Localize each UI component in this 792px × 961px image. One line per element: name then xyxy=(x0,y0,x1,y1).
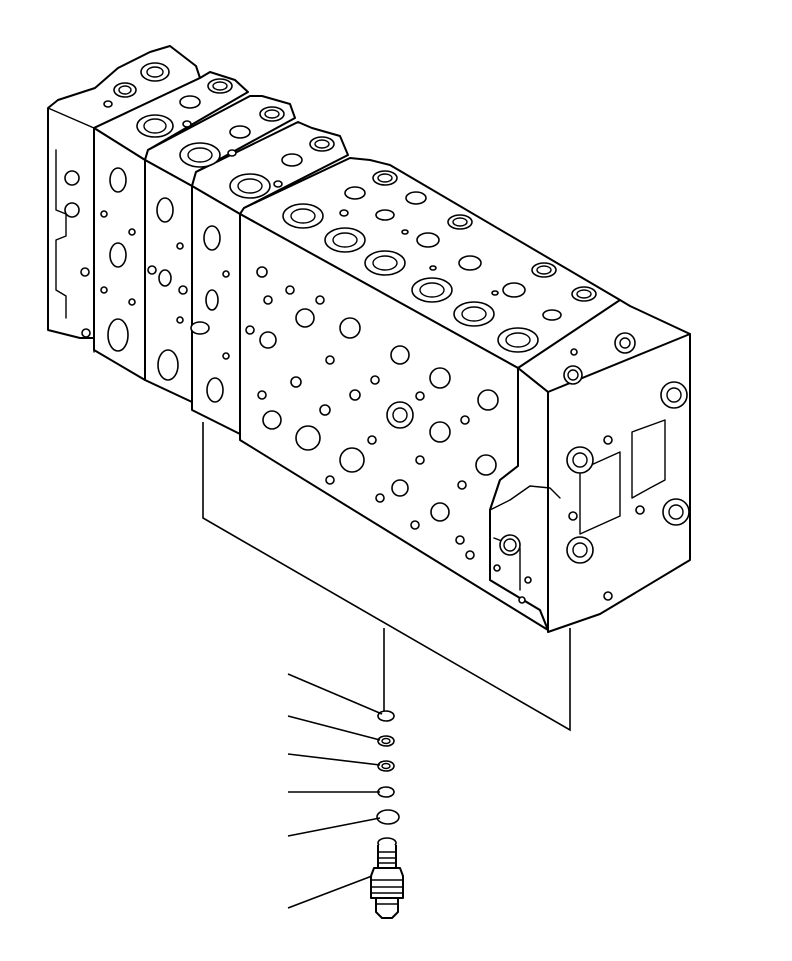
bolt-heads xyxy=(566,381,690,564)
front-face-ports xyxy=(100,167,499,560)
assembly-guide-lines xyxy=(202,422,571,732)
callout-leaders xyxy=(287,673,383,909)
leader-o-ring-2 xyxy=(287,715,381,741)
o-ring-5 xyxy=(376,809,400,825)
o-ring-stack xyxy=(376,710,400,825)
valve-body xyxy=(47,45,691,633)
o-ring-4 xyxy=(377,786,395,798)
relief-valve-cartridge xyxy=(370,837,404,919)
leader-relief-valve xyxy=(287,875,373,909)
o-ring-2 xyxy=(377,735,395,747)
top-ports xyxy=(103,62,597,353)
leader-o-ring-3 xyxy=(287,753,381,766)
o-ring-3 xyxy=(377,760,395,772)
leader-o-ring-1 xyxy=(287,673,383,715)
leader-o-ring-5 xyxy=(287,817,381,837)
